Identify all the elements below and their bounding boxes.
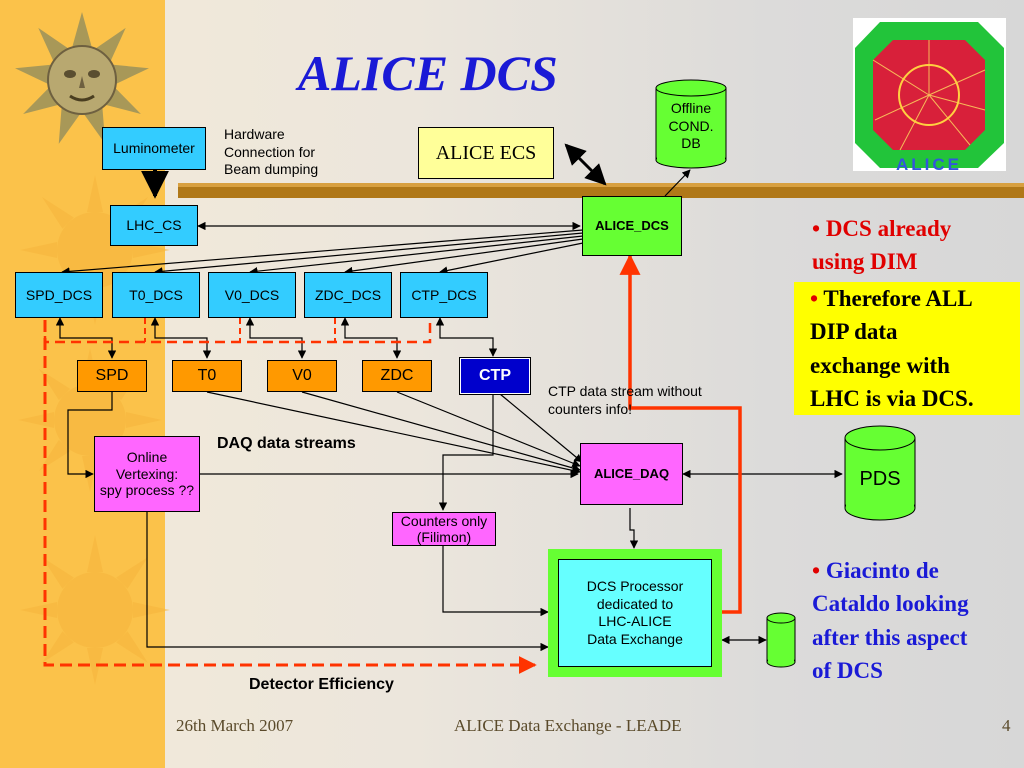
v0-box: V0	[267, 360, 337, 392]
detector-efficiency-label: Detector Efficiency	[249, 676, 394, 693]
ctp-dcs-box: CTP_DCS	[400, 272, 488, 318]
ctp-note: CTP data stream without counters info!	[548, 383, 702, 417]
daq-streams-label: DAQ data streams	[217, 435, 356, 452]
online-vertexing-box: Online Vertexing: spy process ??	[94, 436, 200, 512]
note-dcs-dim: • DCS already using DIM	[812, 216, 952, 275]
t0-box: T0	[172, 360, 242, 392]
page-title: ALICE DCS	[298, 45, 558, 101]
zdc-dcs-box: ZDC_DCS	[304, 272, 392, 318]
alice-daq-box: ALICE_DAQ	[580, 443, 683, 505]
small-db-cylinder	[766, 612, 796, 668]
alice-logo-icon	[853, 18, 1006, 171]
pds-cylinder	[844, 425, 916, 521]
dcs-processor-box: DCS Processor dedicated to LHC-ALICE Dat…	[558, 559, 712, 667]
note-dip-via-dcs: • Therefore ALL DIP data exchange with L…	[794, 282, 1020, 416]
page-number: 4	[1002, 716, 1011, 735]
offline-db-label: Offline COND. DB	[668, 100, 714, 151]
t0-dcs-box: T0_DCS	[112, 272, 200, 318]
note-giacinto: • Giacinto de Cataldo looking after this…	[812, 558, 969, 684]
spd-dcs-box: SPD_DCS	[15, 272, 103, 318]
alice-ecs-box: ALICE ECS	[418, 127, 554, 179]
pds-label: PDS	[859, 468, 901, 490]
lhc-cs-box: LHC_CS	[110, 205, 198, 246]
alice-logo-text: ALICE	[896, 155, 962, 174]
sun-face-icon	[15, 12, 149, 144]
ctp-box: CTP	[459, 357, 531, 395]
spd-box: SPD	[77, 360, 147, 392]
luminometer-box: Luminometer	[102, 127, 206, 170]
counters-box: Counters only (Filimon)	[392, 512, 496, 546]
footer-title: ALICE Data Exchange - LEADE	[454, 716, 682, 735]
hardware-connection-label: Hardware Connection for Beam dumping	[224, 126, 319, 177]
zdc-box: ZDC	[362, 360, 432, 392]
offline-db-cylinder	[655, 79, 727, 169]
alice-dcs-box: ALICE_DCS	[582, 196, 682, 256]
footer-date: 26th March 2007	[176, 716, 294, 735]
v0-dcs-box: V0_DCS	[208, 272, 296, 318]
dcs-processor-frame: DCS Processor dedicated to LHC-ALICE Dat…	[548, 549, 722, 677]
